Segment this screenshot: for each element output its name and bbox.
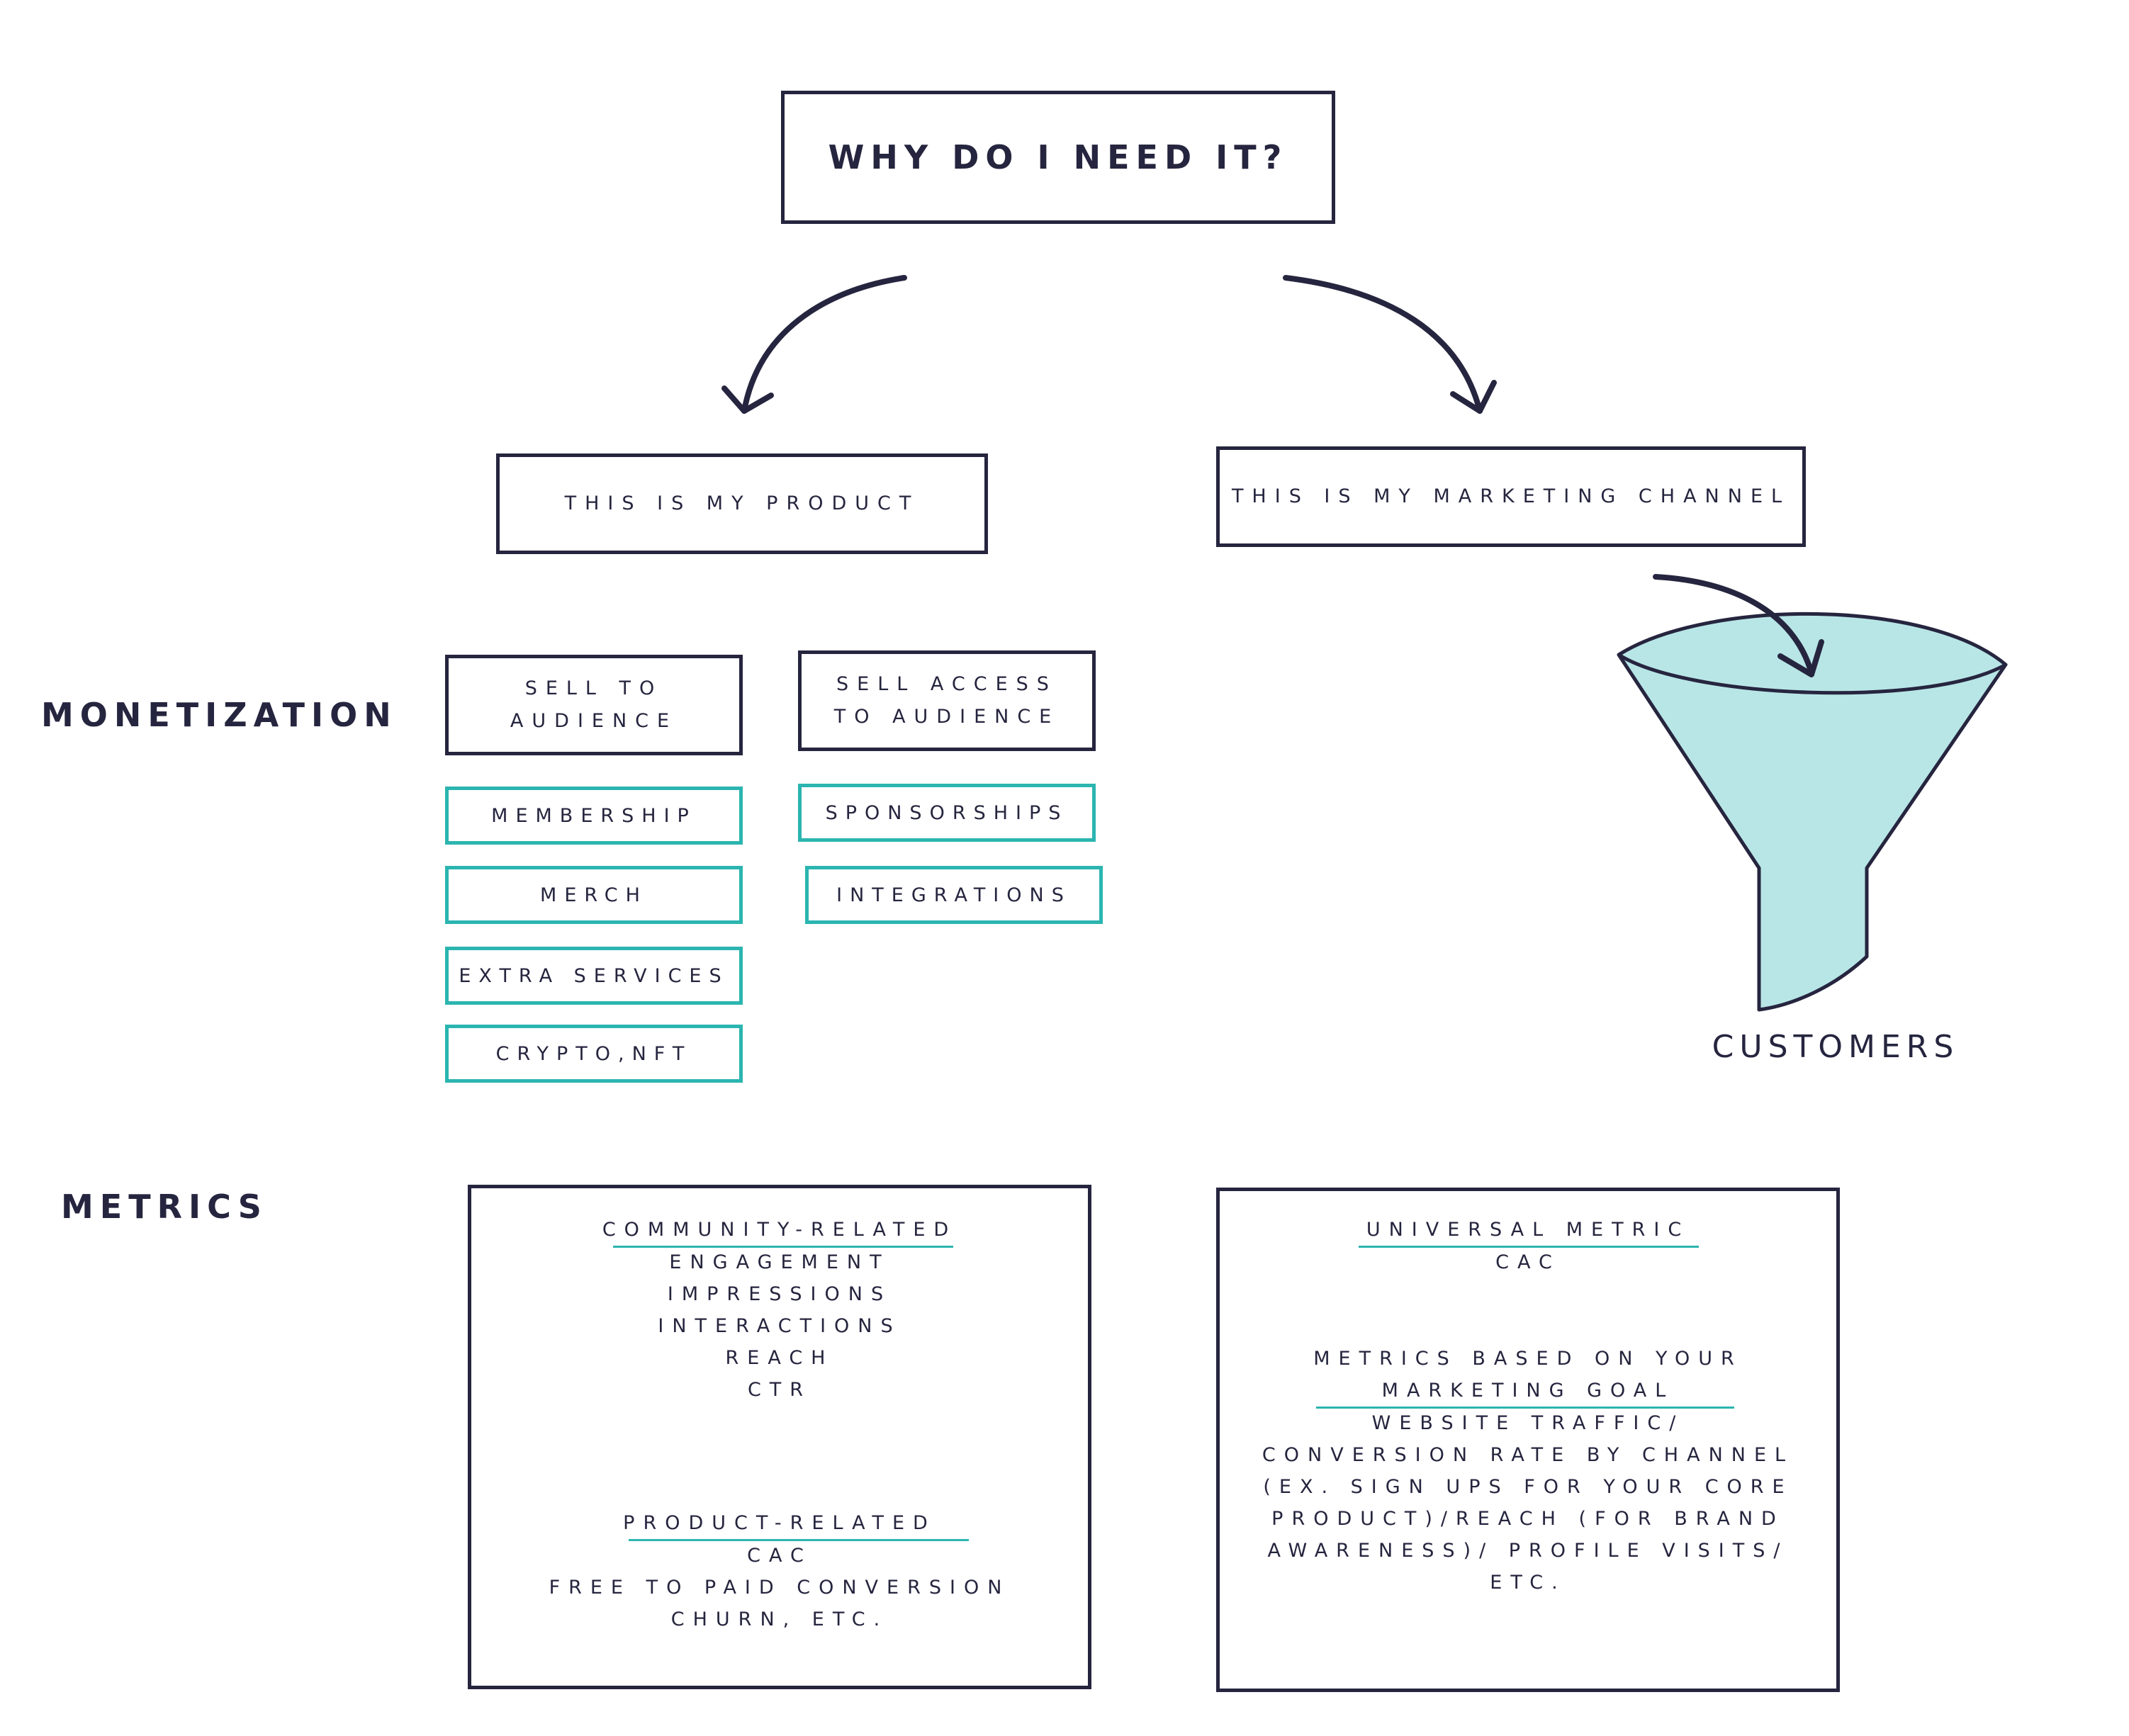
community-item: ENGAGEMENT [669, 1251, 890, 1273]
monetization-item-label: CRYPTO,NFT [495, 1042, 692, 1065]
arrow-to-marketing-head [1450, 380, 1497, 414]
community-item: REACH [725, 1347, 834, 1369]
monetization-item-extra-services: EXTRA SERVICES [445, 947, 743, 1005]
monetization-item-crypto-nft: CRYPTO,NFT [445, 1025, 743, 1083]
goal-item: PRODUCT)/REACH (FOR BRAND [1271, 1508, 1785, 1530]
monetization-item-membership: MEMBERSHIP [445, 787, 743, 845]
community-heading-underline [613, 1246, 953, 1248]
product-item: CHURN, ETC. [670, 1608, 889, 1630]
goal-heading-line-2: MARKETING GOAL [1381, 1380, 1675, 1402]
goal-item: WEBSITE TRAFFIC/ [1371, 1412, 1685, 1434]
metrics-left-box: COMMUNITY-RELATED ENGAGEMENT IMPRESSIONS… [468, 1185, 1091, 1689]
branch-product-label: THIS IS MY PRODUCT [564, 492, 920, 514]
monetization-label: MONETIZATION [41, 696, 398, 734]
community-heading: COMMUNITY-RELATED [602, 1219, 957, 1241]
monetization-item-label: MEMBERSHIP [491, 804, 697, 827]
goal-item: (EX. SIGN UPS FOR YOUR CORE [1263, 1476, 1793, 1498]
arrow-to-product [741, 275, 907, 414]
product-item: FREE TO PAID CONVERSION [549, 1577, 1011, 1599]
sell-to-audience-line-1: SELL TO [524, 677, 663, 699]
branch-marketing-label: THIS IS MY MARKETING CHANNEL [1231, 485, 1791, 507]
arrow-to-marketing [1283, 275, 1483, 414]
arrow-to-product-head [721, 385, 774, 414]
product-heading-underline [629, 1539, 969, 1541]
monetization-item-label: EXTRA SERVICES [459, 964, 729, 987]
arrow-into-funnel [1653, 574, 1814, 676]
community-item: IMPRESSIONS [667, 1283, 892, 1305]
sell-to-audience-line-2: AUDIENCE [510, 710, 678, 732]
branch-product-box: THIS IS MY PRODUCT [496, 453, 988, 554]
metrics-right-box: UNIVERSAL METRIC CAC METRICS BASED ON YO… [1216, 1188, 1840, 1692]
goal-item: CONVERSION RATE BY CHANNEL [1262, 1444, 1794, 1466]
monetization-item-label: INTEGRATIONS [836, 884, 1072, 906]
sell-access-box: SELL ACCESS TO AUDIENCE [798, 650, 1096, 751]
sell-access-line-1: SELL ACCESS [836, 673, 1057, 695]
monetization-item-sponsorships: SPONSORSHIPS [798, 784, 1096, 842]
monetization-item-integrations: INTEGRATIONS [805, 866, 1103, 924]
funnel-icon [1617, 611, 2008, 1012]
goal-item: AWARENESS)/ PROFILE VISITS/ [1267, 1540, 1789, 1562]
monetization-item-label: MERCH [540, 884, 648, 906]
monetization-item-merch: MERCH [445, 866, 743, 924]
universal-heading-underline [1359, 1246, 1699, 1248]
title-text: WHY DO I NEED IT? [828, 138, 1288, 176]
goal-item: ETC. [1490, 1572, 1566, 1594]
title-box: WHY DO I NEED IT? [781, 91, 1335, 224]
sell-access-line-2: TO AUDIENCE [833, 706, 1060, 728]
metrics-label: METRICS [61, 1188, 268, 1226]
branch-marketing-box: THIS IS MY MARKETING CHANNEL [1216, 446, 1806, 547]
universal-heading: UNIVERSAL METRIC [1366, 1219, 1690, 1241]
arrow-into-funnel-head [1777, 639, 1824, 677]
product-item: CAC [747, 1545, 812, 1567]
monetization-item-label: SPONSORSHIPS [825, 801, 1069, 824]
product-heading: PRODUCT-RELATED [623, 1512, 936, 1534]
goal-heading-underline [1316, 1407, 1734, 1409]
customers-label: CUSTOMERS [1712, 1029, 1960, 1065]
goal-heading-line-1: METRICS BASED ON YOUR [1313, 1348, 1743, 1370]
community-item: CTR [747, 1379, 812, 1401]
universal-item: CAC [1495, 1251, 1561, 1273]
sell-to-audience-box: SELL TO AUDIENCE [445, 655, 743, 755]
community-item: INTERACTIONS [658, 1315, 901, 1337]
